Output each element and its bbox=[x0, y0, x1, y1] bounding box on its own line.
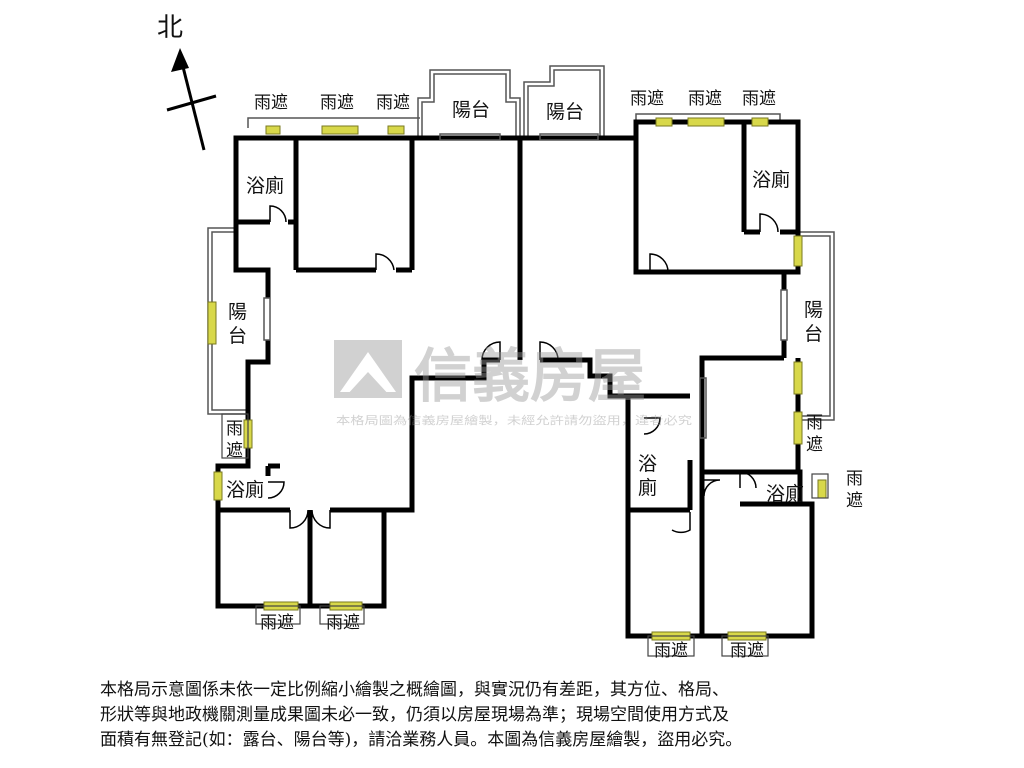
door-room-bottom-right-2 bbox=[703, 479, 721, 497]
label-balcony-left-1: 陽 bbox=[228, 301, 247, 323]
label-eave-1: 雨遮 bbox=[254, 93, 288, 113]
watermark: 信義房屋 本格局圖為信義房屋繪製，未經允許請勿盜用，違者必究 bbox=[334, 340, 692, 427]
label-balcony-top-right: 陽台 bbox=[546, 101, 584, 123]
disclaimer: 本格局示意圖係未依一定比例縮小繪製之概繪圖，與實況仍有差距，其方位、格局、 形狀… bbox=[100, 678, 960, 753]
label-eave-far-right-2: 遮 bbox=[846, 491, 863, 511]
floor-plan: 北 bbox=[157, 13, 863, 661]
door-room-bottom-left-1 bbox=[289, 509, 309, 529]
label-bath-top-right: 浴廁 bbox=[752, 168, 790, 191]
label-eave-right-2: 遮 bbox=[806, 435, 823, 455]
watermark-logo bbox=[334, 340, 402, 398]
label-balcony-left-2: 台 bbox=[228, 325, 247, 347]
label-balcony-right-2: 台 bbox=[804, 323, 823, 345]
door-bath-top-right bbox=[759, 213, 779, 233]
label-bath-right-narrow-1: 浴 bbox=[638, 453, 657, 475]
balcony-top-left bbox=[417, 69, 521, 138]
label-eave-6: 雨遮 bbox=[742, 89, 776, 109]
door-bath-top-left bbox=[269, 205, 287, 223]
label-eave-left-1: 雨 bbox=[226, 419, 243, 439]
door-room-top-right bbox=[649, 253, 669, 273]
door-room-top-left bbox=[375, 253, 395, 271]
eave-outlines bbox=[221, 413, 829, 657]
balconies bbox=[207, 65, 835, 421]
door-center-left bbox=[481, 341, 501, 361]
watermark-tagline: 本格局圖為信義房屋繪製，未經允許請勿盜用，違者必究 bbox=[336, 413, 692, 427]
label-bath-bottom-right: 浴廁 bbox=[766, 482, 804, 505]
door-bath-bottom-left bbox=[267, 481, 285, 499]
balcony-top-right bbox=[523, 65, 605, 138]
doors bbox=[267, 205, 779, 534]
door-bath-bottom-right bbox=[739, 471, 757, 489]
door-center-right bbox=[539, 341, 559, 361]
disclaimer-line-1: 本格局示意圖係未依一定比例縮小繪製之概繪圖，與實況仍有差距，其方位、格局、 bbox=[100, 680, 729, 700]
label-eave-bottom-4: 雨遮 bbox=[730, 641, 764, 661]
label-eave-2: 雨遮 bbox=[320, 93, 354, 113]
label-eave-3: 雨遮 bbox=[376, 93, 410, 113]
balcony-right bbox=[800, 231, 835, 421]
door-bath-right-narrow bbox=[643, 417, 661, 435]
label-balcony-top-left: 陽台 bbox=[452, 99, 490, 121]
label-eave-5: 雨遮 bbox=[688, 89, 722, 109]
label-eave-bottom-1: 雨遮 bbox=[260, 613, 294, 633]
label-bath-right-narrow-2: 廁 bbox=[638, 476, 657, 499]
label-balcony-right-1: 陽 bbox=[804, 299, 823, 321]
north-compass: 北 bbox=[157, 13, 217, 151]
watermark-brand: 信義房屋 bbox=[414, 342, 646, 410]
label-eave-bottom-2: 雨遮 bbox=[326, 613, 360, 633]
label-eave-left-2: 遮 bbox=[226, 441, 243, 461]
door-room-bottom-left-2 bbox=[311, 509, 331, 529]
walls bbox=[215, 119, 815, 639]
label-bath-bottom-left: 浴廁 bbox=[226, 478, 264, 501]
disclaimer-line-2: 形狀等與地政機關測量成果圖未必一致，仍須以房屋現場為準；現場空間使用方式及 bbox=[100, 705, 729, 725]
door-room-bottom-right-1 bbox=[671, 512, 691, 534]
label-eave-4: 雨遮 bbox=[630, 89, 664, 109]
sliding-doors bbox=[263, 133, 788, 439]
label-bath-top-left: 浴廁 bbox=[246, 174, 284, 197]
compass-north-label: 北 bbox=[157, 13, 183, 43]
disclaimer-line-3: 面積有無登記(如：露台、陽台等)，請洽業務人員。本圖為信義房屋繪製，盜用必究。 bbox=[100, 730, 743, 750]
label-eave-right-1: 雨 bbox=[806, 413, 823, 433]
label-eave-far-right-1: 雨 bbox=[846, 469, 863, 489]
label-eave-bottom-3: 雨遮 bbox=[654, 641, 688, 661]
